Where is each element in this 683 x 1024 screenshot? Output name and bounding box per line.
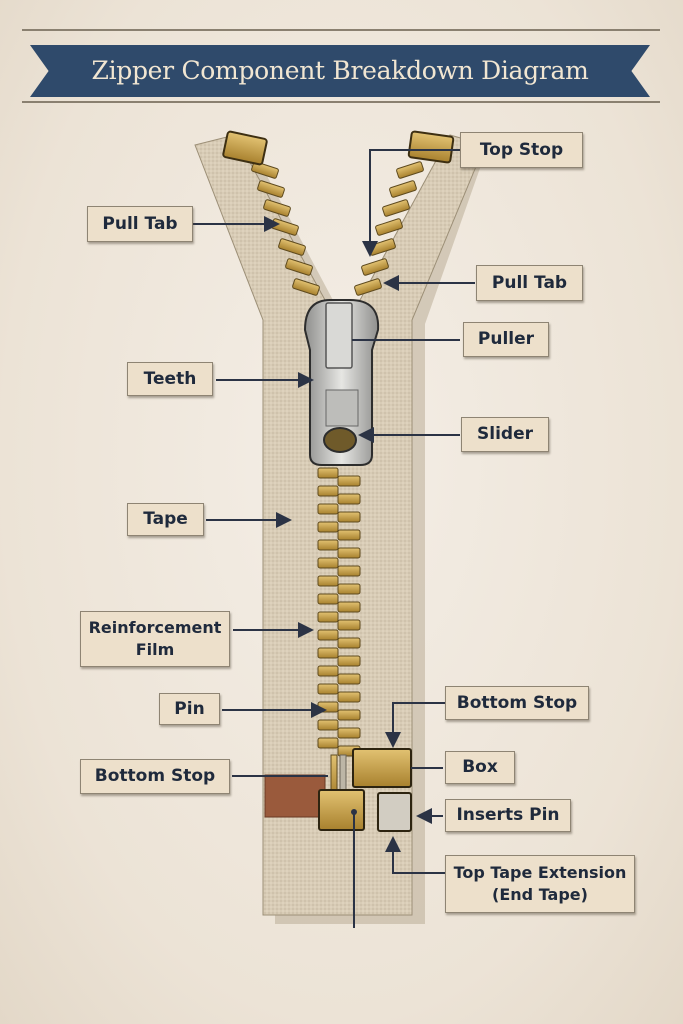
reinforcement-patch (264, 774, 326, 818)
teeth-right (354, 161, 424, 296)
bottom-rule (22, 101, 660, 103)
label-puller: Puller (463, 322, 549, 357)
label-pin: Pin (159, 693, 220, 725)
inserts-pin (377, 792, 412, 832)
label-box: Box (445, 751, 515, 784)
label-top-stop: Top Stop (460, 132, 583, 168)
bottom-stop-block (318, 789, 365, 831)
label-tape: Tape (127, 503, 204, 536)
label-bottom-stop-right: Bottom Stop (445, 686, 589, 720)
box (352, 748, 412, 788)
label-pull-tab-right: Pull Tab (476, 265, 583, 301)
title-banner (30, 45, 650, 97)
top-rule (22, 29, 660, 31)
top-stop-left (222, 130, 268, 166)
slider (303, 299, 380, 466)
top-stop-right (407, 130, 455, 164)
label-teeth: Teeth (127, 362, 213, 396)
label-reinforcement-film: Reinforcement Film (80, 611, 230, 667)
label-top-tape-extension: Top Tape Extension (End Tape) (445, 855, 635, 913)
label-bottom-stop-left: Bottom Stop (80, 759, 230, 794)
page-title: Zipper Component Breakdown Diagram (91, 56, 589, 85)
label-slider: Slider (461, 417, 549, 452)
label-pull-tab-left: Pull Tab (87, 206, 193, 242)
teeth-left (251, 161, 320, 296)
label-inserts-pin: Inserts Pin (445, 799, 571, 832)
